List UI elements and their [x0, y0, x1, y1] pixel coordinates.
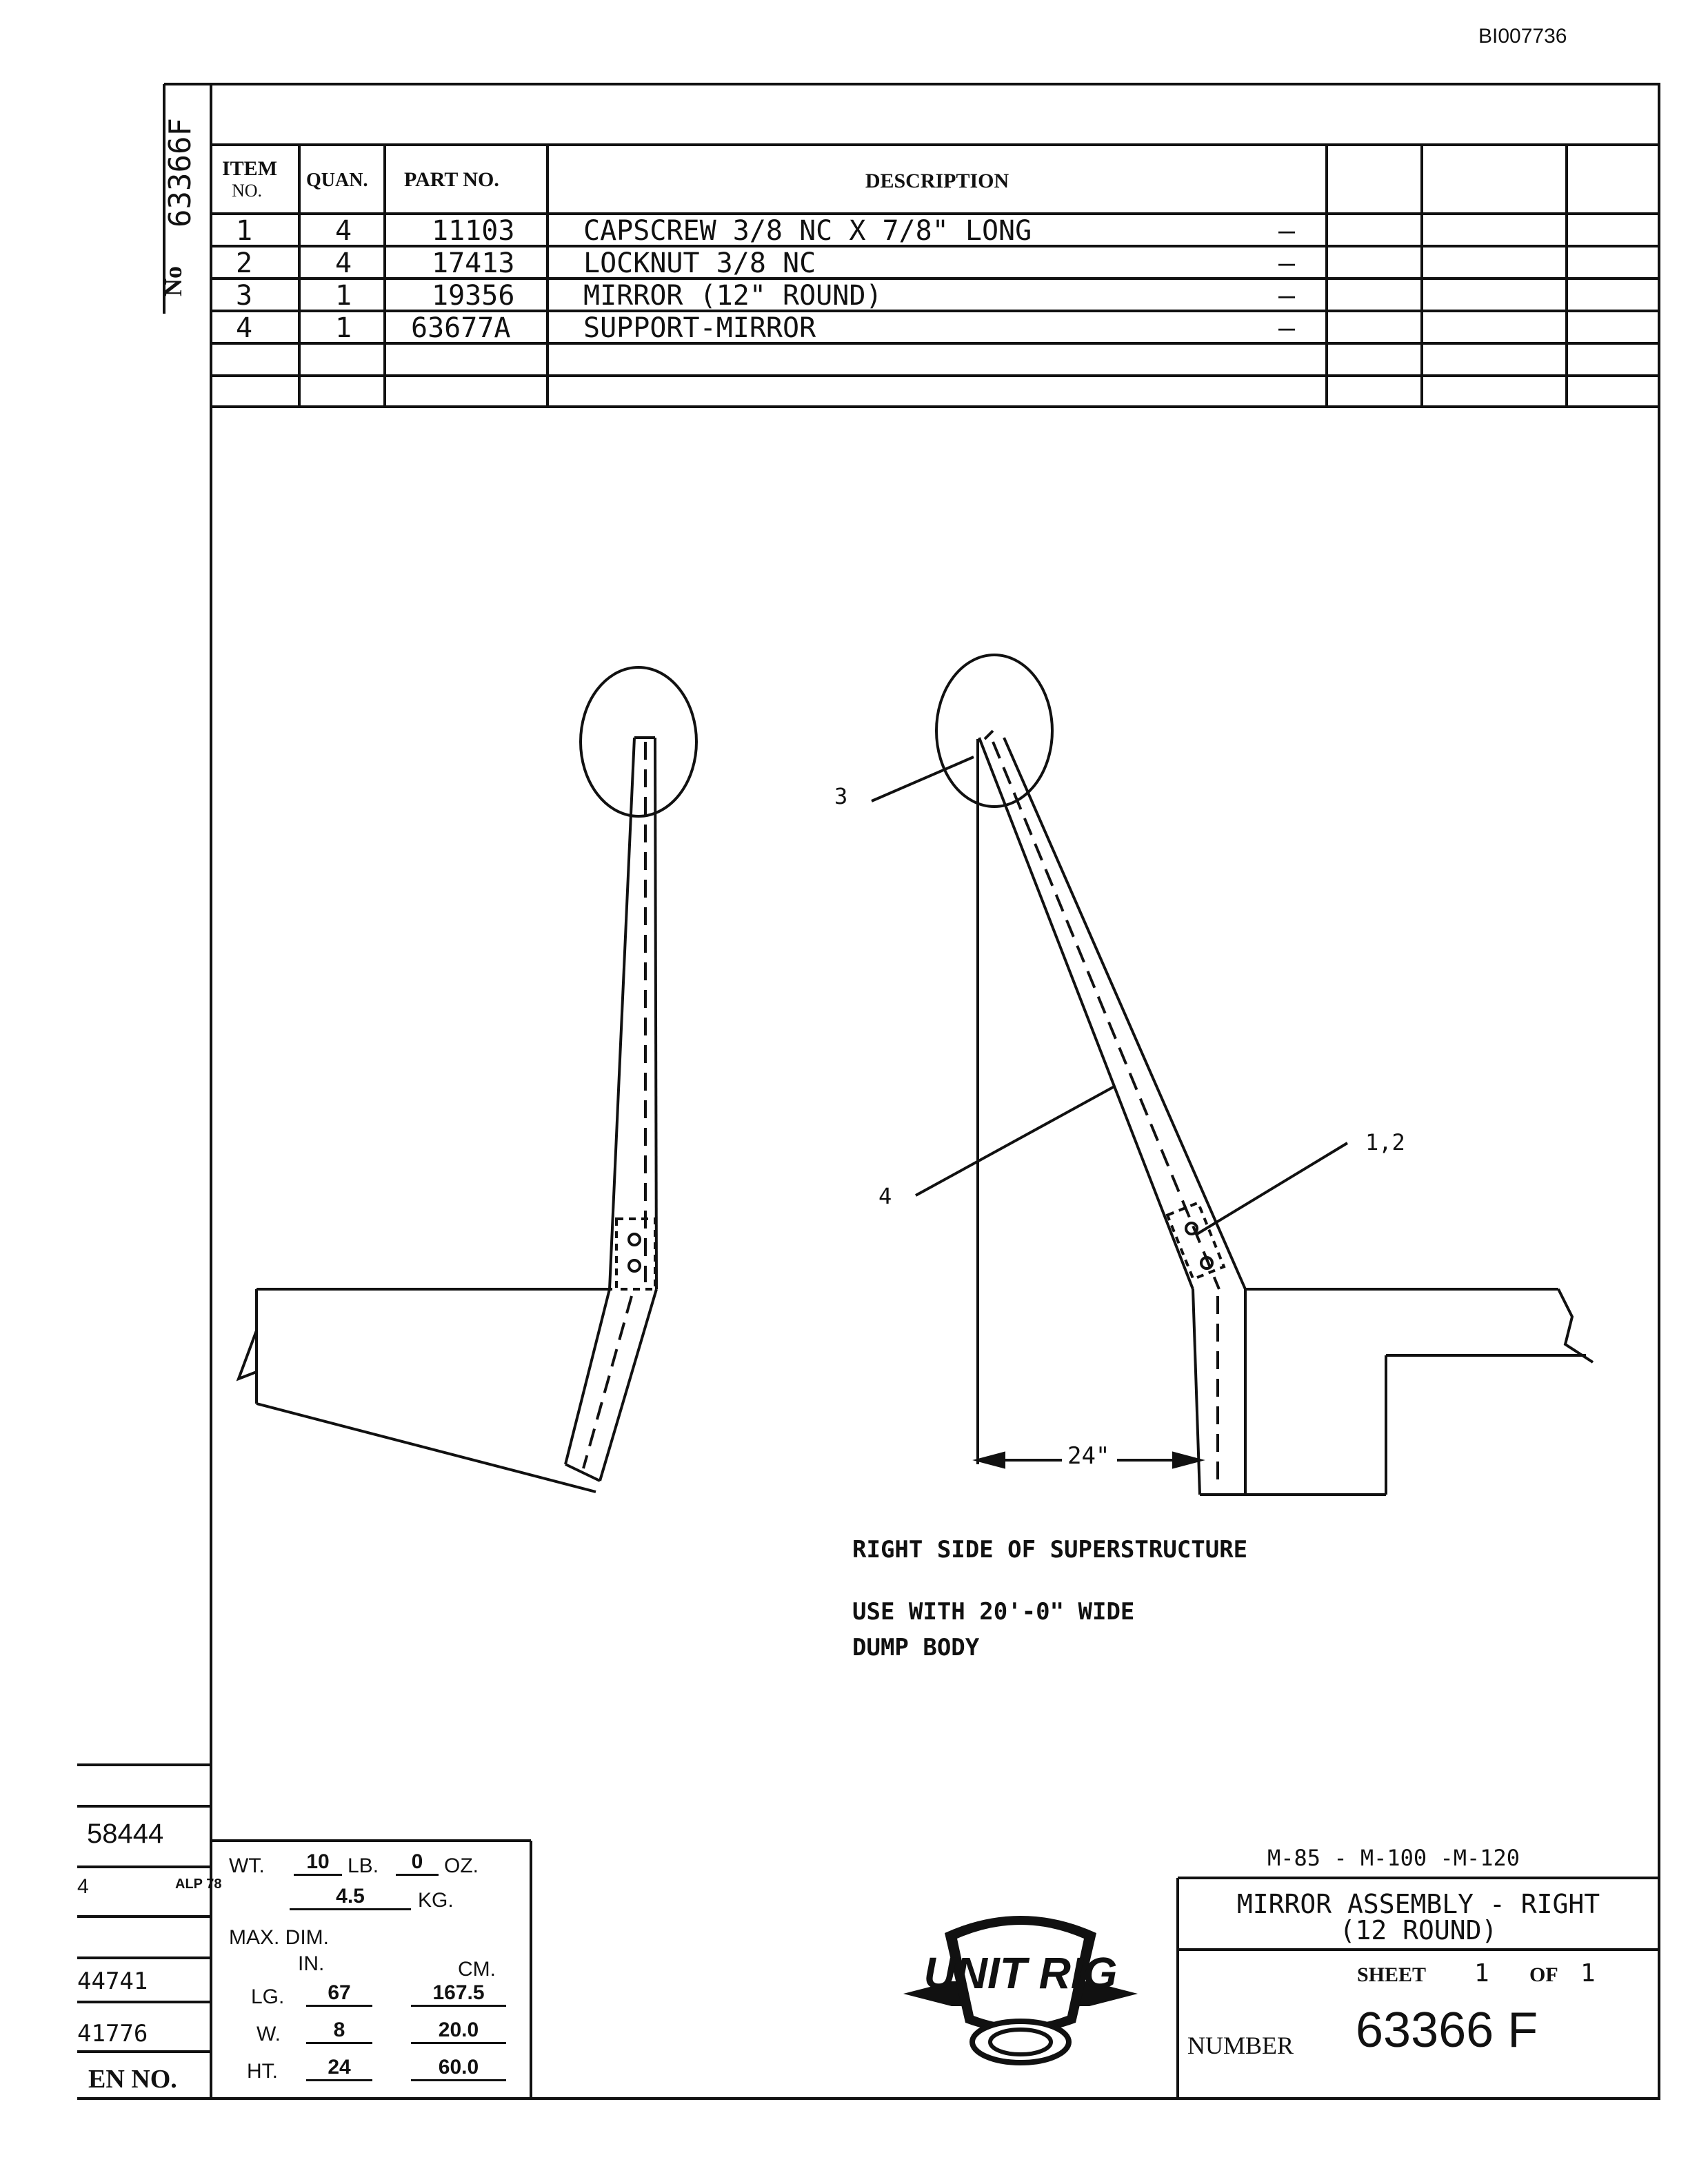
- length-label: LG.: [251, 1985, 285, 2008]
- mirror-outline-front: [935, 654, 1054, 808]
- length-in-value: 67: [306, 1981, 372, 2007]
- max-dim-label: MAX. DIM.: [229, 1926, 330, 1949]
- row-quan: 4: [335, 215, 352, 247]
- header-item: ITEM: [222, 157, 278, 180]
- inches-label: IN.: [298, 1952, 325, 1975]
- unit-rig-logo: UNIT RIG: [903, 1916, 1138, 2065]
- weight-label: WT.: [229, 1854, 265, 1877]
- width-cm-value: 20.0: [411, 2019, 506, 2044]
- leader-fasteners: [1196, 1142, 1349, 1235]
- width-label: W.: [257, 2023, 281, 2045]
- row-part: 63677A: [411, 312, 511, 344]
- number-label: NUMBER: [1187, 2032, 1294, 2059]
- row-desc: SUPPORT-MIRROR: [583, 312, 816, 344]
- header-quan: QUAN.: [306, 170, 368, 191]
- revision-footer: EN NO.: [88, 2065, 177, 2094]
- row-mark: —: [1278, 280, 1296, 312]
- header-part-no: PART NO.: [404, 168, 499, 191]
- row-mark: —: [1278, 312, 1296, 344]
- dimension-label: 24": [1067, 1442, 1110, 1470]
- weight-lb-label: LB.: [348, 1854, 379, 1877]
- row-item: 1: [236, 215, 253, 247]
- mirror-outline-side: [579, 666, 698, 818]
- weight-kg-value: 4.5: [290, 1885, 411, 1910]
- revision-row: 41776: [77, 2020, 148, 2048]
- row-desc: LOCKNUT 3/8 NC: [583, 247, 816, 279]
- document-id: BI007736: [1478, 25, 1567, 48]
- sheet-number: 1: [1474, 1959, 1489, 1988]
- models: M-85 - M-100 -M-120: [1267, 1845, 1520, 1871]
- length-cm-value: 167.5: [411, 1981, 506, 2007]
- weight-oz-label: OZ.: [444, 1854, 479, 1877]
- header-description: DESCRIPTION: [865, 170, 1009, 192]
- row-part: 17413: [432, 247, 515, 279]
- border-frame: [210, 83, 1660, 2100]
- table-row: 4 1 63677A SUPPORT-MIRROR —: [211, 312, 1659, 345]
- leader-mirror: [871, 756, 974, 802]
- row-item: 4: [236, 312, 253, 344]
- note-line-3: DUMP BODY: [852, 1634, 980, 1661]
- drawing-number: 63366 F: [1356, 2003, 1538, 2058]
- callout-fasteners: 1,2: [1365, 1129, 1405, 1155]
- note-line-1: RIGHT SIDE OF SUPERSTRUCTURE: [852, 1536, 1248, 1564]
- table-row: 2 4 17413 LOCKNUT 3/8 NC —: [211, 247, 1659, 280]
- note-line-2: USE WITH 20'-0" WIDE: [852, 1598, 1135, 1626]
- row-item: 2: [236, 247, 253, 279]
- side-view: [236, 666, 698, 1493]
- table-row: 1 4 11103 CAPSCREW 3/8 NC X 7/8" LONG —: [211, 215, 1659, 247]
- revision-row: 58444: [87, 1819, 164, 1849]
- revision-row: 44741: [77, 1968, 148, 1995]
- leader-support: [915, 1085, 1115, 1197]
- sheet-label: SHEET: [1357, 1963, 1427, 1986]
- side-stamp-number: 63366F: [163, 118, 198, 228]
- height-label: HT.: [247, 2060, 278, 2083]
- weight-kg-label: KG.: [418, 1889, 454, 1912]
- width-in-value: 8: [306, 2019, 372, 2044]
- row-item: 3: [236, 280, 253, 312]
- height-cm-value: 60.0: [411, 2056, 506, 2081]
- logo-text: UNIT RIG: [924, 1948, 1118, 1998]
- table-row: 3 1 19356 MIRROR (12" ROUND) —: [211, 280, 1659, 312]
- header-item-sub: NO.: [232, 181, 263, 201]
- weight-lb-value: 10: [294, 1850, 342, 1876]
- row-quan: 1: [335, 280, 352, 312]
- callout-support: 4: [878, 1183, 892, 1209]
- revision-row: 4: [77, 1875, 89, 1898]
- callout-mirror: 3: [834, 783, 848, 809]
- row-quan: 1: [335, 312, 352, 344]
- height-in-value: 24: [306, 2056, 372, 2081]
- weight-oz-value: 0: [396, 1850, 439, 1876]
- leader-lines: [871, 756, 1349, 1235]
- row-desc: CAPSCREW 3/8 NC X 7/8" LONG: [583, 215, 1032, 247]
- row-mark: —: [1278, 247, 1296, 279]
- row-mark: —: [1278, 215, 1296, 247]
- side-stamp-no-label: No: [159, 266, 187, 296]
- title-line-1: MIRROR ASSEMBLY - RIGHT: [1236, 1889, 1600, 1919]
- row-part: 19356: [432, 280, 515, 312]
- front-view: [935, 654, 1594, 1496]
- title-line-2: (12 ROUND): [1339, 1915, 1498, 1945]
- row-part: 11103: [432, 215, 515, 247]
- row-desc: MIRROR (12" ROUND): [583, 280, 883, 312]
- of-number: 1: [1580, 1959, 1596, 1988]
- revision-mark: ALP 78: [175, 1877, 222, 1892]
- of-label: OF: [1529, 1963, 1558, 1986]
- row-quan: 4: [335, 247, 352, 279]
- cm-label: CM.: [458, 1958, 496, 1981]
